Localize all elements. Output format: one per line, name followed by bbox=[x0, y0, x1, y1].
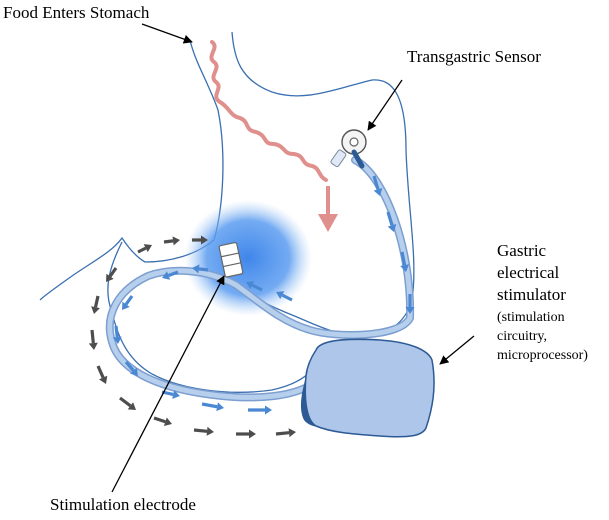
food-pointer bbox=[141, 23, 193, 44]
label-stimulator-line1: Gastric bbox=[497, 241, 547, 260]
dark-flow-arrow bbox=[88, 329, 98, 350]
dark-flow-arrow bbox=[163, 236, 180, 246]
sensor-icon bbox=[330, 129, 367, 169]
dark-flow-arrow bbox=[275, 428, 296, 438]
dark-flow-arrow bbox=[236, 429, 256, 439]
label-stimulation-electrode: Stimulation electrode bbox=[50, 495, 196, 514]
stimulation-glow bbox=[184, 200, 312, 316]
dark-flow-arrow bbox=[192, 235, 208, 245]
label-stimulator-line5: circuitry, bbox=[497, 329, 548, 344]
blue-flow-arrow bbox=[248, 405, 272, 415]
blue-flow-arrow bbox=[405, 294, 415, 314]
blue-arrow-group bbox=[112, 175, 415, 415]
lead-wire bbox=[105, 156, 415, 402]
stomach-outline bbox=[39, 31, 415, 393]
blue-flow-arrow bbox=[124, 360, 138, 376]
stimulator-pointer bbox=[439, 335, 475, 365]
electrode-icon bbox=[218, 242, 244, 278]
food-path bbox=[209, 40, 328, 182]
label-food-enters-stomach: Food Enters Stomach bbox=[3, 3, 150, 22]
dark-flow-arrow bbox=[91, 295, 100, 314]
label-transgastric-sensor: Transgastric Sensor bbox=[407, 47, 541, 66]
sensor-pointer bbox=[367, 79, 403, 131]
blue-flow-arrow bbox=[246, 281, 263, 292]
blue-flow-arrow bbox=[192, 264, 209, 274]
electrode-pointer bbox=[111, 275, 225, 493]
dark-flow-arrow bbox=[153, 416, 172, 427]
blue-flow-arrow bbox=[112, 325, 122, 344]
blue-flow-arrow bbox=[122, 295, 134, 310]
blue-flow-arrow bbox=[276, 291, 293, 302]
label-stimulator-line4: (stimulation bbox=[497, 310, 565, 325]
label-stimulator-line2: electrical bbox=[497, 263, 560, 282]
blue-flow-arrow bbox=[400, 251, 410, 272]
blue-flow-arrow bbox=[162, 270, 179, 280]
dark-flow-arrow bbox=[193, 426, 214, 436]
dark-flow-arrow bbox=[137, 244, 152, 254]
stimulator-device bbox=[300, 338, 435, 438]
pointer-arrows bbox=[111, 23, 475, 493]
label-stimulator-line6: microprocessor) bbox=[497, 348, 588, 363]
blue-flow-arrow bbox=[201, 402, 224, 412]
dark-flow-arrow bbox=[119, 396, 136, 410]
label-stimulator-line3: stimulator bbox=[497, 285, 566, 304]
dark-flow-arrow bbox=[106, 267, 118, 282]
blue-flow-arrow bbox=[386, 211, 397, 232]
dark-flow-arrow bbox=[96, 365, 108, 384]
blue-flow-arrow bbox=[372, 175, 383, 196]
dark-arrow-group bbox=[88, 235, 296, 439]
food-arrow bbox=[318, 186, 338, 232]
